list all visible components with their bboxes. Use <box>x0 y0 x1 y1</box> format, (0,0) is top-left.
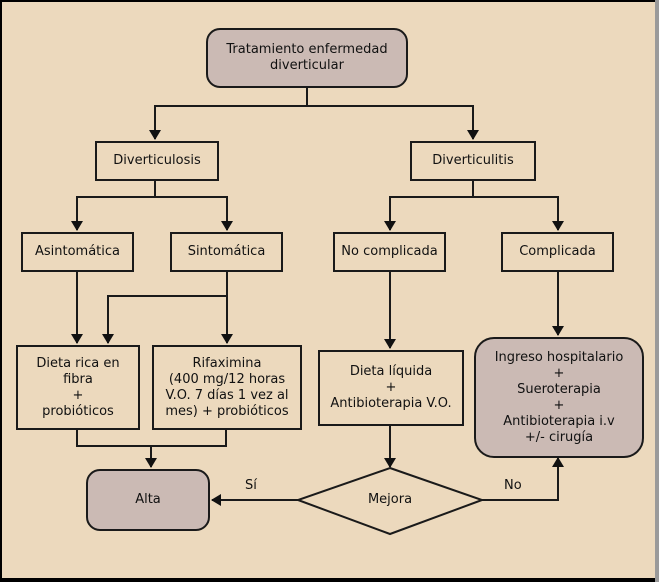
edge-dieta-fibra-to-alta <box>76 428 227 447</box>
node-root: Tratamiento enfermedad diverticular <box>206 28 408 88</box>
edge-diverticulosis-to-sintomatica <box>155 196 233 231</box>
node-asintomatica: Asintomática <box>21 232 134 272</box>
edge-root-to-diverticulitis <box>307 105 479 140</box>
edge-label-yes: Sí <box>245 478 257 493</box>
edge-root-to-diverticulosis <box>149 105 307 140</box>
node-sintomatica: Sintomática <box>170 232 283 272</box>
node-no-complicada: No complicada <box>333 232 446 272</box>
decision-diamond-mejora <box>295 466 485 536</box>
node-dieta-fibra: Dieta rica en fibra + probióticos <box>16 345 140 430</box>
node-rifaximina: Rifaximina (400 mg/12 horas V.O. 7 días … <box>152 345 302 430</box>
decision-label-mejora: Mejora <box>367 492 413 507</box>
node-complicada: Complicada <box>501 232 614 272</box>
edge-sintomatica-to-dieta-fibra <box>102 270 228 344</box>
node-diverticulosis: Diverticulosis <box>95 141 219 181</box>
frame-shadow <box>655 0 659 582</box>
node-diverticulitis: Diverticulitis <box>410 141 536 181</box>
edge-diverticulosis-to-asintomatica <box>71 196 155 231</box>
node-alta: Alta <box>86 469 210 531</box>
edge-label-no: No <box>504 478 522 493</box>
node-ingreso-hospitalario: Ingreso hospitalario + Sueroterapia + An… <box>474 337 644 458</box>
edge-diverticulitis-to-no-complicada <box>384 196 473 231</box>
node-dieta-liquida: Dieta líquida + Antibioterapia V.O. <box>318 350 464 426</box>
edge-mejora-no-to-ingreso <box>482 457 564 501</box>
edge-diverticulitis-to-complicada <box>473 196 564 231</box>
